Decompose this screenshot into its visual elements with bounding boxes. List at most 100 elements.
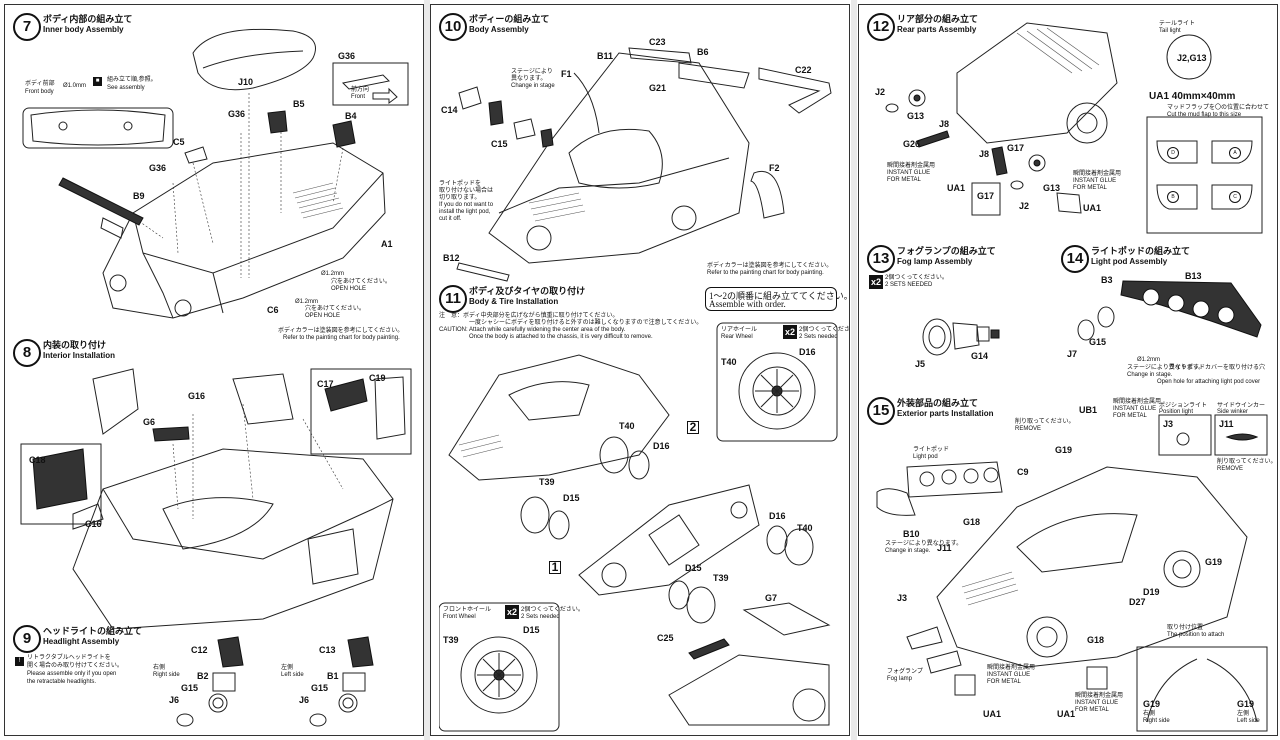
order-note-box: 1～2の順番に組み立ててください。 Assemble with order.: [705, 287, 849, 311]
part-label-b6: B6: [697, 47, 709, 57]
open-hole-ja: 穴をあけてください。: [305, 306, 365, 312]
step-15: 15 外装部品の組み立て Exterior parts Installation: [867, 397, 1277, 733]
step-title-en: Headlight Assembly: [43, 637, 120, 646]
part-label-g6: G6: [143, 417, 156, 427]
part-label-b11: B11: [597, 51, 614, 61]
remove-note-ja: 削り取ってください。: [1015, 419, 1075, 425]
cover-note-en: Open hole for attaching light pod cover: [1157, 379, 1261, 385]
paint-note-ja: ボディカラーは塗装図を参考にしてください。: [278, 328, 404, 334]
step-title-ja: ボディーの組み立て: [469, 14, 550, 24]
lightpod-note-en-1: If you do not want to: [439, 202, 494, 208]
stage-note-ja-2: 異なります。: [511, 76, 547, 82]
part-label-c22: C22: [795, 65, 812, 75]
fog-lamp-diagram: [922, 318, 1000, 356]
part-label-c6: C6: [267, 305, 279, 315]
step-number: 10: [439, 13, 467, 41]
lightpod-note-en-2: install the light pod,: [439, 209, 491, 215]
rear-wheel-ja: リアホイール: [721, 327, 758, 333]
part-label-d19: D19: [1143, 587, 1160, 597]
part-label-g17: G17: [977, 191, 995, 201]
quantity-badge: x2: [869, 275, 883, 289]
sets-needed-en: 2 SETS NEEDED: [885, 282, 933, 288]
part-label-d15: D15: [523, 625, 540, 635]
mudflap-letter: C: [1229, 191, 1241, 203]
caution-en-2: Once the body is attached to the chassis…: [469, 334, 653, 340]
remove-note-ja: 削り取ってください。: [1217, 459, 1277, 465]
part-label-ua1: UA1: [947, 183, 966, 193]
left-side-en: Left side: [1237, 718, 1260, 724]
open-hole-ja: 穴をあけてください。: [331, 279, 391, 285]
retract-note-ja-2: 開く場合のみ取り付けてください。: [27, 663, 123, 669]
body-assembly-diagram: [456, 47, 832, 282]
part-label-g18: G18: [963, 517, 981, 527]
glue-note-en-2: FOR METAL: [1073, 185, 1107, 191]
part-label-d15: D15: [563, 493, 580, 503]
step-title-en: Exterior parts Installation: [897, 409, 994, 418]
part-label-ua1: UA1: [983, 709, 1002, 719]
step-title-ja: 外装部品の組み立て: [897, 398, 979, 408]
light-pod-ja: ライトポッド: [913, 447, 950, 453]
open-hole-en: OPEN HOLE: [305, 313, 341, 319]
part-label-b1: B1: [327, 671, 339, 681]
step-title-en: Interior Installation: [43, 351, 116, 360]
attach-position-ja: 取り付け位置: [1167, 625, 1204, 631]
step-7: 7 ボディ内部の組み立て Inner body Assembly: [13, 13, 413, 343]
rear-wheel-en: Rear Wheel: [721, 334, 753, 340]
front-wheel-en: Front Wheel: [443, 614, 476, 620]
part-label-ua1: UA1: [1057, 709, 1076, 719]
step-title-en: Light pod Assembly: [1091, 257, 1168, 266]
retract-note-en-2: the retractable headlights.: [27, 679, 97, 685]
step-number: 7: [13, 13, 41, 41]
rear-parts-diagram: [885, 22, 1263, 234]
stage-note-en: Change in stage.: [1127, 372, 1173, 378]
part-label-c17: C17: [317, 379, 334, 389]
mudflap-note-en: Cut the mud flap to this size: [1167, 112, 1242, 118]
mudflap-letter: B: [1167, 191, 1179, 203]
caution-ja-2: 一度シャシーにボディを取り付けると外すのは難しくなりますので注意してください。: [469, 320, 703, 326]
glue-note-ja: 瞬間接着剤金属用: [1073, 171, 1122, 177]
front-body-label-en: Front body: [25, 89, 54, 95]
part-label-c13: C13: [319, 645, 336, 655]
right-side-en: Right side: [153, 672, 180, 678]
hole-size: Ø1.2mm: [321, 271, 345, 277]
part-label-t39: T39: [539, 477, 555, 487]
stage-note-en: Change in stage.: [885, 548, 931, 554]
glue-note-en: INSTANT GLUE: [1075, 700, 1119, 706]
sets-needed-ja: 2個つくってください。: [885, 275, 948, 281]
part-label-j3: J3: [1163, 419, 1174, 429]
step-title-ja: リア部分の組み立て: [897, 14, 979, 24]
attach-position-en: The position to attach: [1167, 632, 1225, 638]
front-wheel-ja: フロントホイール: [443, 607, 492, 613]
part-label-t40: T40: [797, 523, 813, 533]
sets-needed-en: 2 Sets needed: [521, 614, 560, 620]
part-label-b4: B4: [345, 111, 357, 121]
stage-note-ja: ステージにより: [511, 69, 553, 75]
step-8: 8 内装の取り付け Interior Installation G16 G6 C…: [13, 339, 413, 629]
left-side-ja: 左側: [281, 665, 294, 671]
part-label-b10: B10: [903, 529, 920, 539]
inner-body-diagram: [22, 28, 409, 319]
remove-note-en: REMOVE: [1217, 466, 1244, 472]
note-icon: !: [15, 657, 24, 666]
right-side-en: Right side: [1143, 718, 1170, 724]
front-body-label-ja: ボディ前部: [25, 81, 55, 87]
part-label-j5: J5: [915, 359, 926, 369]
light-pod-en: Light pod: [913, 454, 938, 460]
part-label-j11: J11: [937, 543, 952, 553]
part-label-j10: J10: [238, 77, 254, 87]
part-label-g15: G15: [1089, 337, 1107, 347]
glue-note-en: INSTANT GLUE: [887, 170, 931, 176]
quantity-badge: x2: [505, 605, 519, 619]
stage-note-en: Change in stage: [511, 83, 555, 89]
headlight-diagram: [176, 636, 374, 727]
part-label-c18: C18: [29, 455, 46, 465]
side-winker-en: Side winker: [1217, 409, 1249, 415]
part-label-b12: B12: [443, 253, 460, 263]
step-number: 12: [867, 13, 895, 41]
ua1-size: UA1 40mm×40mm: [1149, 91, 1236, 102]
hole-size: Ø1.2mm: [295, 299, 319, 305]
part-label-t39: T39: [713, 573, 729, 583]
part-label-g17: G17: [1007, 143, 1025, 153]
part-label-j8: J8: [979, 149, 990, 159]
order-note-ja: 1～2の順番に組み立ててください。: [709, 291, 850, 301]
